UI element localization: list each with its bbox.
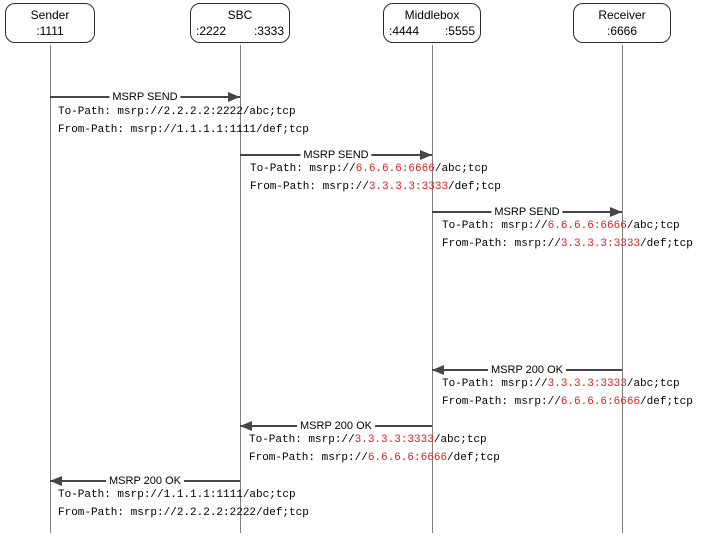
- path-text: /def;tcp: [447, 452, 500, 464]
- from-path-line: From-Path: msrp://3.3.3.3:3333/def;tcp: [250, 178, 501, 196]
- message-label: MSRP 200 OK: [106, 475, 184, 487]
- path-text: From-Path: msrp://2.2.2.2:2222/def;tcp: [58, 507, 309, 519]
- to-path-line: To-Path: msrp://6.6.6.6:6666/abc;tcp: [250, 160, 501, 178]
- message-arrow-ok-2: MSRP 200 OK: [240, 420, 432, 432]
- arrowhead-right-icon: [228, 92, 240, 102]
- actor-name: Receiver: [598, 8, 646, 22]
- message-label: MSRP SEND: [300, 149, 372, 161]
- arrowhead-right-icon: [610, 207, 622, 217]
- message-arrow-send-3: MSRP SEND: [432, 206, 622, 218]
- path-text: /def;tcp: [448, 181, 501, 193]
- message-paths-5: To-Path: msrp://3.3.3.3:3333/abc;tcp Fro…: [249, 431, 500, 467]
- message-paths-6: To-Path: msrp://1.1.1.1:1111/abc;tcp Fro…: [58, 486, 309, 522]
- message-arrow-send-2: MSRP SEND: [240, 149, 432, 161]
- message-arrow-ok-3: MSRP 200 OK: [50, 475, 240, 487]
- actor-port: :1111: [36, 24, 64, 38]
- to-path-line: To-Path: msrp://2.2.2.2:2222/abc;tcp: [58, 103, 309, 121]
- path-text: To-Path: msrp://2.2.2.2:2222/abc;tcp: [58, 106, 296, 118]
- from-path-line: From-Path: msrp://1.1.1.1:1111/def;tcp: [58, 121, 309, 139]
- arrowhead-left-icon: [432, 365, 444, 375]
- path-text: From-Path: msrp://: [249, 452, 368, 464]
- message-arrow-send-1: MSRP SEND: [50, 91, 240, 103]
- message-label: MSRP SEND: [109, 91, 181, 103]
- path-highlight: 3.3.3.3:3333: [560, 238, 641, 250]
- from-path-line: From-Path: msrp://3.3.3.3:3333/def;tcp: [442, 235, 693, 253]
- actor-name: Middlebox: [404, 8, 460, 22]
- message-paths-3: To-Path: msrp://6.6.6.6:6666/abc;tcp Fro…: [442, 217, 693, 253]
- to-path-line: To-Path: msrp://1.1.1.1:1111/abc;tcp: [58, 486, 309, 504]
- message-arrow-ok-1: MSRP 200 OK: [432, 364, 622, 376]
- from-path-line: From-Path: msrp://2.2.2.2:2222/def;tcp: [58, 504, 309, 522]
- path-text: /abc;tcp: [434, 163, 488, 175]
- path-highlight: 6.6.6.6:6666: [547, 220, 627, 232]
- message-paths-1: To-Path: msrp://2.2.2.2:2222/abc;tcp Fro…: [58, 103, 309, 139]
- lifeline-receiver: [621, 45, 623, 533]
- path-highlight: 3.3.3.3:3333: [547, 378, 627, 390]
- actor-box-middlebox: Middlebox :4444 :5555: [383, 3, 481, 43]
- message-label: MSRP 200 OK: [297, 420, 375, 432]
- actor-port-right: :3333: [253, 24, 284, 38]
- message-paths-2: To-Path: msrp://6.6.6.6:6666/abc;tcp Fro…: [250, 160, 501, 196]
- arrowhead-right-icon: [420, 150, 432, 160]
- path-text: /def;tcp: [640, 238, 693, 250]
- arrowhead-left-icon: [240, 421, 252, 431]
- path-highlight: 3.3.3.3:3333: [354, 434, 434, 446]
- arrowhead-left-icon: [50, 476, 62, 486]
- lifeline-middlebox: [431, 45, 433, 533]
- path-text: From-Path: msrp://: [442, 396, 561, 408]
- path-text: From-Path: msrp://1.1.1.1:1111/def;tcp: [58, 124, 309, 136]
- actor-name: Sender: [30, 8, 70, 22]
- message-paths-4: To-Path: msrp://3.3.3.3:3333/abc;tcp Fro…: [442, 375, 693, 411]
- actor-port: :6666: [606, 24, 638, 38]
- path-text: From-Path: msrp://: [442, 238, 561, 250]
- path-highlight: 3.3.3.3:3333: [368, 181, 449, 193]
- path-text: To-Path: msrp://: [250, 163, 356, 175]
- path-text: To-Path: msrp://: [442, 220, 548, 232]
- to-path-line: To-Path: msrp://6.6.6.6:6666/abc;tcp: [442, 217, 693, 235]
- actor-port-left: :4444: [389, 24, 420, 38]
- actor-box-sender: Sender :1111: [5, 3, 95, 43]
- to-path-line: To-Path: msrp://3.3.3.3:3333/abc;tcp: [249, 431, 500, 449]
- actor-box-sbc: SBC :2222 :3333: [190, 3, 290, 43]
- from-path-line: From-Path: msrp://6.6.6.6:6666/def;tcp: [442, 393, 693, 411]
- actor-port-left: :2222: [196, 24, 227, 38]
- path-text: To-Path: msrp://: [442, 378, 548, 390]
- to-path-line: To-Path: msrp://3.3.3.3:3333/abc;tcp: [442, 375, 693, 393]
- path-highlight: 6.6.6.6:6666: [560, 396, 641, 408]
- path-text: /abc;tcp: [626, 220, 680, 232]
- actor-box-receiver: Receiver :6666: [573, 3, 671, 43]
- actor-port-right: :5555: [444, 24, 475, 38]
- lifeline-sender: [49, 45, 51, 533]
- from-path-line: From-Path: msrp://6.6.6.6:6666/def;tcp: [249, 449, 500, 467]
- path-highlight: 6.6.6.6:6666: [355, 163, 435, 175]
- path-text: To-Path: msrp://1.1.1.1:1111/abc;tcp: [58, 489, 296, 501]
- path-text: /abc;tcp: [626, 378, 680, 390]
- actor-name: SBC: [227, 8, 253, 22]
- message-label: MSRP SEND: [491, 206, 563, 218]
- path-highlight: 6.6.6.6:6666: [367, 452, 448, 464]
- path-text: From-Path: msrp://: [250, 181, 369, 193]
- path-text: /def;tcp: [640, 396, 693, 408]
- path-text: To-Path: msrp://: [249, 434, 355, 446]
- message-label: MSRP 200 OK: [488, 364, 566, 376]
- lifeline-sbc: [239, 45, 241, 533]
- path-text: /abc;tcp: [433, 434, 487, 446]
